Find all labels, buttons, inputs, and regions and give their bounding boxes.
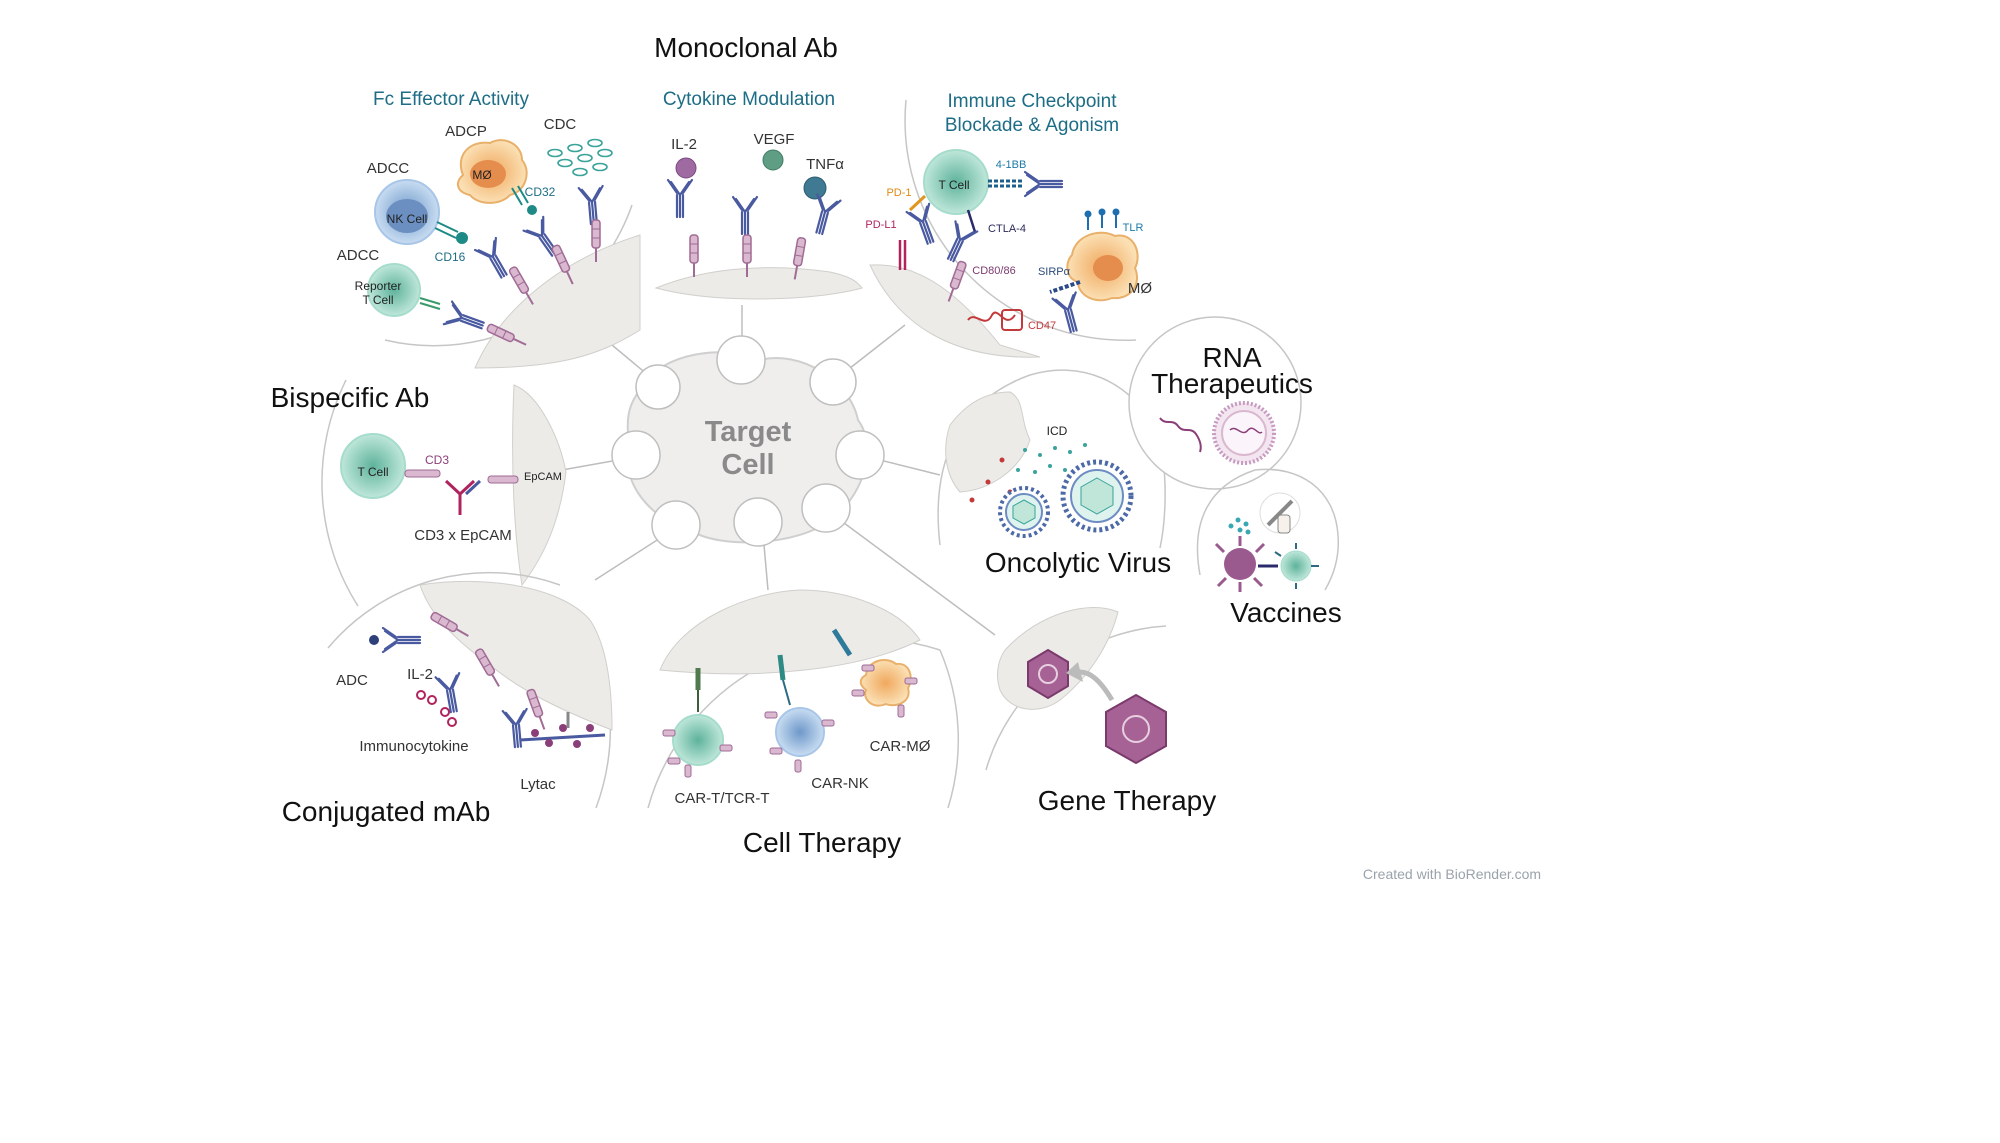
adcc-label-2: ADCC <box>337 247 380 264</box>
vegf-label: VEGF <box>754 131 795 148</box>
oncolytic-panel: Oncolytic Virus ICD <box>937 369 1171 578</box>
il2-label: IL-2 <box>671 136 697 153</box>
conjugated-panel: Conjugated mAb ADC IL-2 Immunocytokine L… <box>282 571 613 827</box>
car-t-label: CAR-T/TCR-T <box>675 790 770 807</box>
lytac-label: Lytac <box>520 776 556 793</box>
car-macrophage-icon <box>859 659 912 707</box>
vegf-icon <box>762 149 784 171</box>
nk-cell-icon: NK Cell <box>374 179 440 245</box>
checkpoint-macrophage-icon <box>1066 208 1139 302</box>
car-nk-label: CAR-NK <box>811 775 869 792</box>
icd-label: ICD <box>1047 424 1068 438</box>
tnfa-icon <box>803 176 827 200</box>
cd3-label: CD3 <box>425 453 449 467</box>
conjugated-title: Conjugated mAb <box>282 796 491 827</box>
epcam-label: EpCAM <box>524 471 562 483</box>
cd16-label: CD16 <box>435 250 466 264</box>
cd3-epcam-caption: CD3 x EpCAM <box>414 527 512 544</box>
oncolytic-virus-icon-small <box>998 486 1050 538</box>
syringe-icon <box>1259 492 1301 534</box>
target-cell: Target Cell <box>611 335 885 550</box>
adcc-label-1: ADCC <box>367 160 410 177</box>
macrophage-icon: MØ <box>457 139 528 204</box>
car-nk-cell-icon <box>775 707 825 757</box>
bispecific-panel: Bispecific Ab T Cell CD3 EpCAM CD3 x EpC… <box>271 379 569 607</box>
complement-icon <box>547 138 613 177</box>
bispecific-t-cell-icon: T Cell <box>340 433 406 499</box>
rna-title-2: Therapeutics <box>1151 368 1313 399</box>
therapeutics-diagram: Target Cell Monoclonal Ab Fc Effector Ac… <box>271 32 1541 882</box>
car-mo-label: CAR-MØ <box>870 738 931 755</box>
reporter-t-cell-icon: Reporter T Cell <box>355 263 421 317</box>
il2-conjugate-icon <box>416 690 457 727</box>
immunocytokine-label: Immunocytokine <box>359 738 468 755</box>
cytokine-panel: Cytokine Modulation IL-2 VEGF TNFα <box>629 89 867 300</box>
cytokine-title: Cytokine Modulation <box>663 89 835 110</box>
car-t-cell-icon <box>672 714 724 766</box>
reporter-label-2: T Cell <box>362 293 393 307</box>
checkpoint-t-cell-icon: T Cell <box>923 149 989 215</box>
cell-therapy-title: Cell Therapy <box>743 827 901 858</box>
reporter-label-1: Reporter <box>355 279 402 293</box>
lipid-nanoparticle-icon <box>1212 401 1276 465</box>
aav-capsid-icon-small <box>1027 648 1069 700</box>
il2-icon <box>675 157 697 179</box>
biorender-credit: Created with BioRender.com <box>1363 866 1541 882</box>
checkpoint-panel: Immune Checkpoint Blockade & Agonism T C… <box>865 91 1152 358</box>
oncolytic-virus-icon-large <box>1060 459 1134 533</box>
tnfa-label: TNFα <box>806 156 844 173</box>
checkpoint-title-2: Blockade & Agonism <box>945 115 1119 136</box>
rna-panel: RNA Therapeutics <box>1128 316 1313 490</box>
cdc-label: CDC <box>544 116 577 133</box>
checkpoint-mo-label: MØ <box>1128 280 1152 297</box>
gene-therapy-panel: Gene Therapy <box>985 607 1217 816</box>
bispecific-title: Bispecific Ab <box>271 382 430 413</box>
nk-cell-label: NK Cell <box>387 212 428 226</box>
pd1-label: PD-1 <box>886 187 911 199</box>
fc-effector-title: Fc Effector Activity <box>373 89 529 110</box>
vaccines-panel: Vaccines <box>1196 468 1342 628</box>
ctla4-label: CTLA-4 <box>988 223 1026 235</box>
checkpoint-title-1: Immune Checkpoint <box>948 91 1118 112</box>
vaccine-t-cell-icon <box>1274 543 1319 589</box>
dendritic-cell-icon <box>1214 536 1266 592</box>
4-1bb-label: 4-1BB <box>996 159 1027 171</box>
adcp-label: ADCP <box>445 123 487 140</box>
cd47-label: CD47 <box>1028 320 1056 332</box>
cell-therapy-panel: Cell Therapy CAR-T/TCR-T CAR-NK CAR-MØ <box>647 589 959 858</box>
monoclonal-ab-title: Monoclonal Ab <box>654 32 838 63</box>
fc-effector-panel: Fc Effector Activity ADCP CDC ADCC ADCC … <box>337 89 641 369</box>
checkpoint-t-cell-label: T Cell <box>938 178 969 192</box>
pdl1-label: PD-L1 <box>865 219 896 231</box>
rna-title-1: RNA <box>1202 342 1261 373</box>
target-cell-label-2: Cell <box>721 449 774 481</box>
sirpa-label: SIRPα <box>1038 266 1071 278</box>
cd32-label: CD32 <box>525 185 556 199</box>
gene-therapy-title: Gene Therapy <box>1038 785 1217 816</box>
oncolytic-title: Oncolytic Virus <box>985 547 1171 578</box>
target-cell-label-1: Target <box>705 416 792 448</box>
lytac-chain-icon <box>519 724 606 748</box>
tlr-label: TLR <box>1123 222 1144 234</box>
bispecific-t-cell-label: T Cell <box>357 465 388 479</box>
cd8086-label: CD80/86 <box>972 265 1015 277</box>
vaccines-title: Vaccines <box>1230 597 1342 628</box>
conjugated-il2-label: IL-2 <box>407 666 433 683</box>
aav-capsid-icon-large <box>1105 693 1167 765</box>
adc-label: ADC <box>336 672 368 689</box>
mo-label: MØ <box>472 168 491 182</box>
